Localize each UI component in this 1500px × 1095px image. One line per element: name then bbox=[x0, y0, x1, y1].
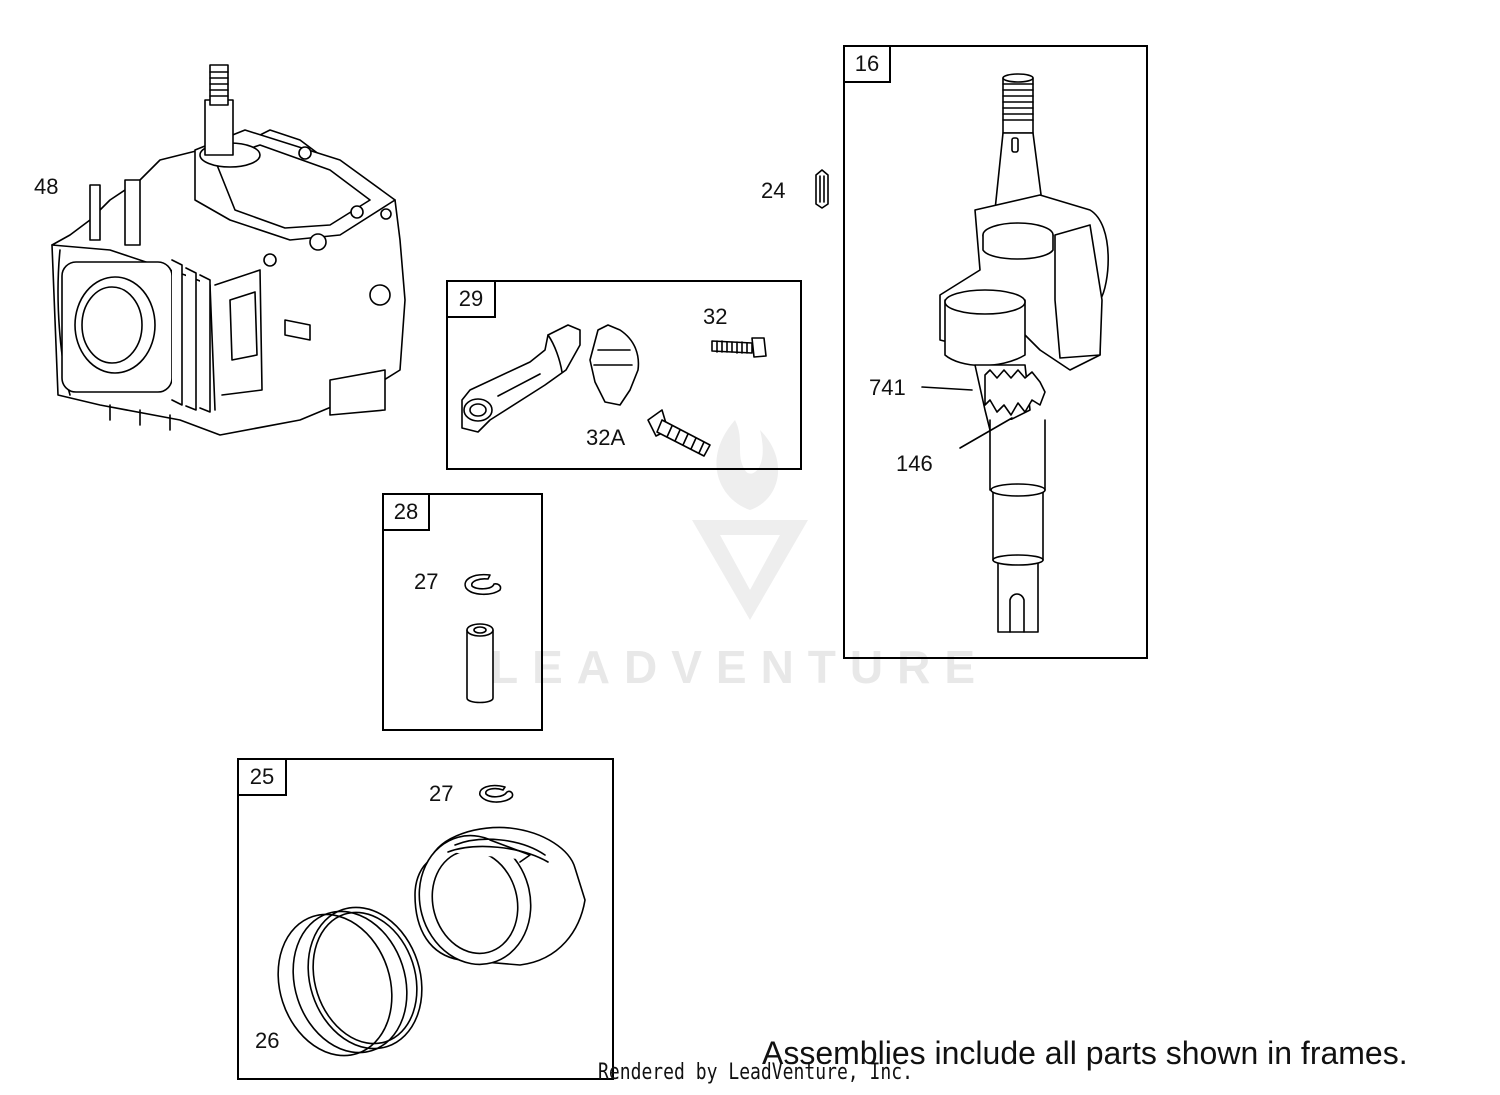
frame-tag-29: 29 bbox=[448, 282, 496, 318]
key-24-drawing bbox=[815, 169, 829, 209]
callout-32a: 32A bbox=[586, 425, 626, 450]
frame-28: 28 bbox=[382, 493, 543, 731]
bolt-32-drawing bbox=[711, 337, 767, 358]
bolt-32a-drawing bbox=[647, 409, 711, 457]
clip-27-drawing bbox=[464, 573, 502, 596]
callout-27-bottom: 27 bbox=[429, 781, 454, 806]
frame-29: 29 bbox=[446, 280, 802, 470]
frame-tag-28: 28 bbox=[384, 495, 430, 531]
callout-741: 741 bbox=[869, 375, 906, 400]
engine-block-drawing bbox=[51, 64, 406, 436]
crankshaft-drawing bbox=[939, 73, 1109, 633]
frame-25: 25 bbox=[237, 758, 614, 1080]
clip-27b-drawing bbox=[479, 784, 514, 803]
piston-drawing bbox=[414, 826, 586, 966]
frame-16: 16 bbox=[843, 45, 1148, 659]
callout-27-top: 27 bbox=[414, 569, 439, 594]
watermark-text: LEADVENTURE bbox=[490, 641, 990, 693]
callout-26: 26 bbox=[255, 1028, 280, 1053]
piston-rings-drawing bbox=[277, 906, 423, 1057]
connecting-rod-drawing bbox=[461, 324, 640, 433]
callout-32: 32 bbox=[703, 304, 728, 329]
leader-741 bbox=[921, 386, 973, 391]
render-credit: Rendered by LeadVenture, Inc. bbox=[598, 1060, 913, 1085]
callout-24: 24 bbox=[761, 178, 786, 203]
frame-tag-16: 16 bbox=[845, 47, 891, 83]
leader-146 bbox=[959, 417, 1013, 449]
callout-146: 146 bbox=[896, 451, 933, 476]
assemblies-note: Assemblies include all parts shown in fr… bbox=[762, 1035, 1408, 1071]
frame-tag-25: 25 bbox=[239, 760, 287, 796]
callout-48: 48 bbox=[34, 174, 59, 199]
piston-pin-drawing bbox=[466, 623, 494, 704]
